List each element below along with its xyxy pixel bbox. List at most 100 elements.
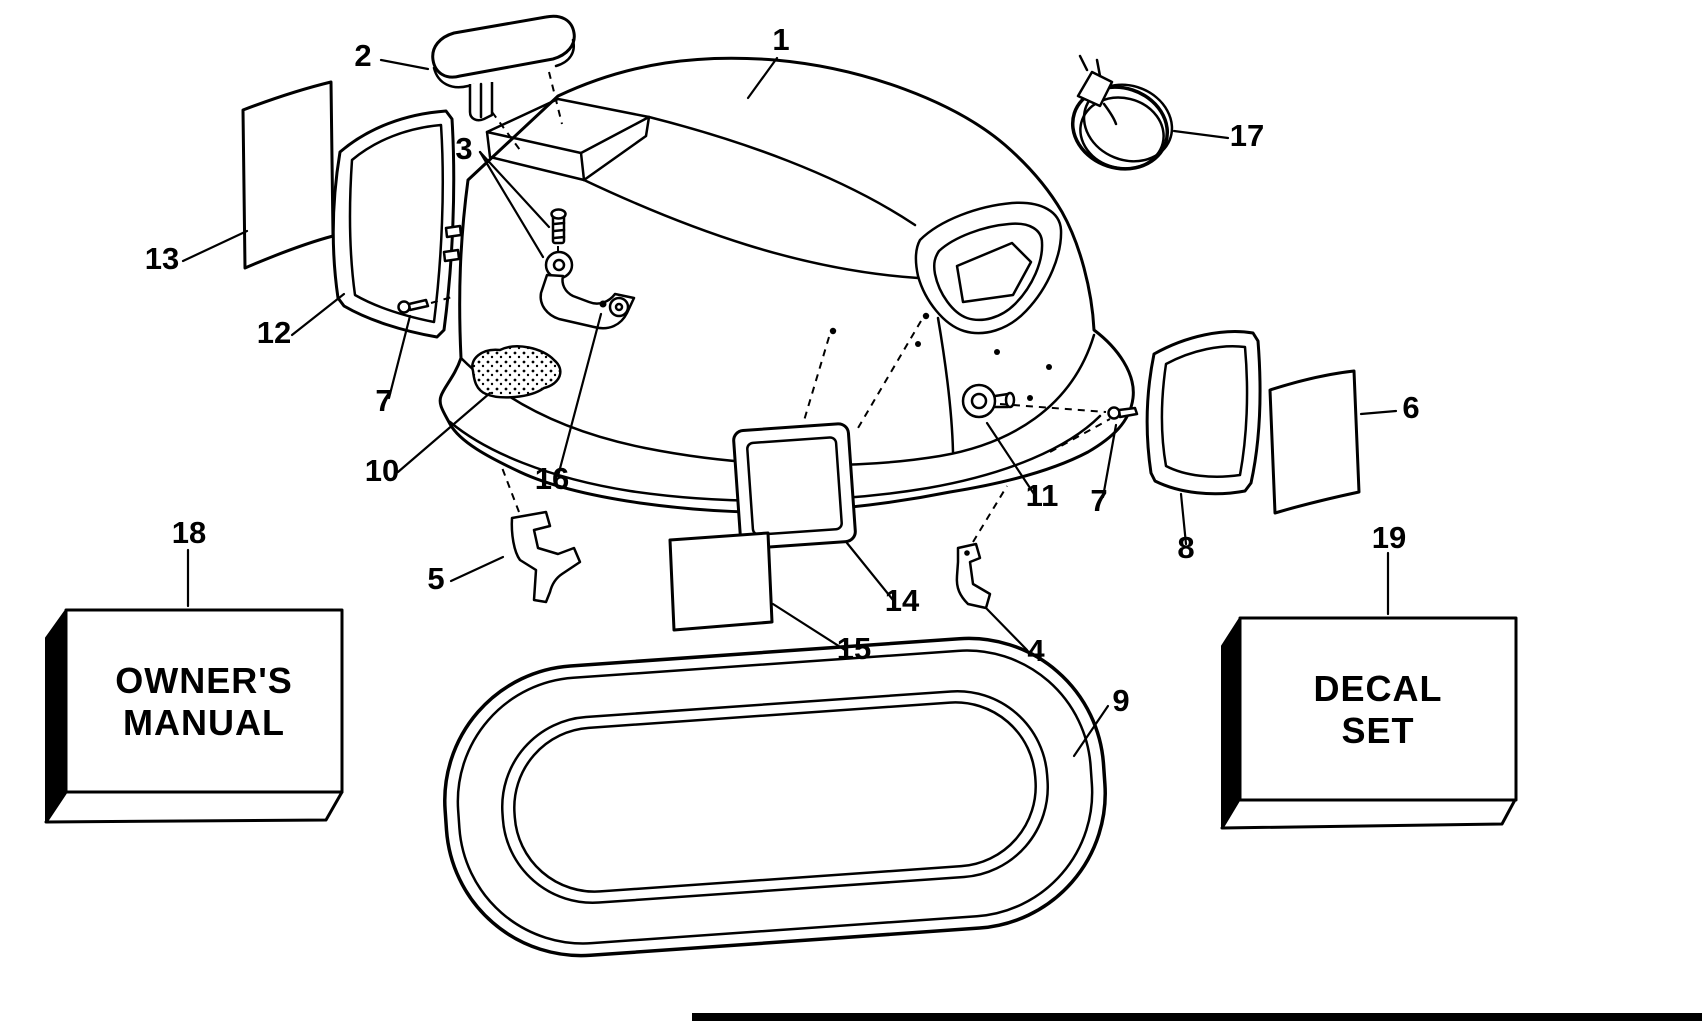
cap-alignment-dash-1 xyxy=(491,111,521,151)
callout-9: 9 xyxy=(1112,683,1129,718)
callout-13: 13 xyxy=(145,241,179,276)
leader-9 xyxy=(1072,704,1110,758)
callout-5: 5 xyxy=(427,561,444,596)
latch-part-3 xyxy=(539,208,636,330)
leader-1 xyxy=(746,56,779,100)
seal-outer-inner-edge xyxy=(456,649,1094,945)
bracket-4-alignment-dash xyxy=(972,485,1008,543)
right-face-crease-line xyxy=(936,316,955,454)
bracket-5-alignment-dash xyxy=(500,464,520,513)
cable-lead xyxy=(1102,102,1118,126)
latch-pivot-inner xyxy=(552,258,566,272)
callout-labels: 1 2 3 4 5 6 7 7 8 9 10 11 12 13 14 15 16… xyxy=(145,22,1420,718)
handle-recess-inner xyxy=(932,222,1044,322)
callout-8: 8 xyxy=(1177,530,1194,565)
screw-alignment-dash-2 xyxy=(1049,418,1111,453)
sponge-outline xyxy=(471,345,562,399)
decal-set-line2: SET xyxy=(1341,710,1414,751)
screw-hole xyxy=(922,312,930,320)
screw-shaft xyxy=(1117,406,1139,419)
deck-crease-line xyxy=(647,115,917,227)
book-bottom-edge xyxy=(44,790,344,824)
screw-shaft xyxy=(407,298,430,312)
cable-loop-2 xyxy=(1082,83,1174,163)
book-front-face xyxy=(64,608,344,794)
grommet-part-11 xyxy=(961,383,1016,419)
screw-hole xyxy=(994,349,1000,355)
decal-15-sheet xyxy=(668,531,774,632)
decal-part-13 xyxy=(241,80,335,270)
gasket-part-14 xyxy=(732,422,857,550)
bracket-part-4 xyxy=(955,485,1008,610)
door-outer xyxy=(331,109,456,339)
cap-recess-side xyxy=(582,115,651,182)
seal-outer-edge xyxy=(443,636,1107,958)
latch-bolt-head xyxy=(550,208,567,220)
leader-3a xyxy=(478,150,551,229)
leader-16 xyxy=(556,312,603,478)
cap-top-face xyxy=(431,14,576,79)
latch-screw-part-16 xyxy=(599,300,607,308)
callout-7-right: 7 xyxy=(1090,483,1107,518)
bracket-5-body xyxy=(510,510,582,604)
handle-recess-outer xyxy=(914,201,1063,335)
callout-4: 4 xyxy=(1027,633,1045,668)
front-top-crease-line xyxy=(582,178,920,280)
leader-6 xyxy=(1359,409,1398,416)
cap-thickness-right xyxy=(554,38,575,68)
screw-head xyxy=(397,300,411,314)
decal-13-sheet xyxy=(241,80,335,270)
cable-connector-prongs xyxy=(1078,54,1102,78)
latch-eyelet-inner xyxy=(614,302,624,312)
seal-inner-outer-edge xyxy=(500,689,1050,905)
grommet-outer xyxy=(961,383,997,419)
screw-part-7-left xyxy=(397,296,453,314)
frame-part-8 xyxy=(1145,330,1262,496)
latch-plate xyxy=(539,273,636,330)
grommet-stem-end xyxy=(1004,391,1016,409)
leader-17 xyxy=(1172,129,1230,140)
leader-10 xyxy=(396,391,492,474)
cable-loop-3 xyxy=(1079,96,1165,170)
screw-head xyxy=(1107,406,1121,420)
leader-lines xyxy=(181,56,1398,758)
screw-hole xyxy=(915,341,921,347)
sponge-part-10 xyxy=(471,345,562,399)
gasket-inner xyxy=(746,436,843,536)
screw-hole xyxy=(1046,364,1052,370)
box-bottom-edge xyxy=(1220,796,1518,830)
decal-6-sheet xyxy=(1268,369,1361,515)
grommet-stem xyxy=(993,392,1010,409)
screw-alignment-dash-1 xyxy=(999,403,1107,413)
callout-16: 16 xyxy=(535,461,569,496)
latch-bolt-threads xyxy=(552,221,566,240)
frame-inner xyxy=(1160,345,1249,478)
callout-17: 17 xyxy=(1230,118,1264,153)
box-front-face xyxy=(1238,616,1518,802)
bracket-part-5 xyxy=(500,464,582,604)
cable-connector xyxy=(1076,70,1114,108)
hole-dash-2 xyxy=(802,336,830,425)
leader-14 xyxy=(845,541,895,602)
leader-3b xyxy=(478,150,545,259)
callout-15: 15 xyxy=(837,631,871,666)
bottom-rule xyxy=(692,1013,1702,1021)
screw-hole xyxy=(1027,395,1033,401)
callout-18: 18 xyxy=(172,515,206,550)
leader-15 xyxy=(771,602,847,652)
seal-inner-edge xyxy=(513,701,1037,893)
bracket-4-hole xyxy=(964,550,970,556)
door-inner-frame xyxy=(348,123,444,324)
cap-alignment-dash-2 xyxy=(548,71,563,125)
callout-2: 2 xyxy=(354,38,371,73)
screw-hole xyxy=(829,327,837,335)
callout-1: 1 xyxy=(772,22,789,57)
cover-silhouette xyxy=(438,56,1135,514)
door-part-12 xyxy=(331,109,463,339)
leader-11 xyxy=(985,421,1036,496)
callout-12: 12 xyxy=(257,315,291,350)
leader-7-right xyxy=(1101,423,1118,499)
decal-set-line1: DECAL xyxy=(1314,668,1443,709)
